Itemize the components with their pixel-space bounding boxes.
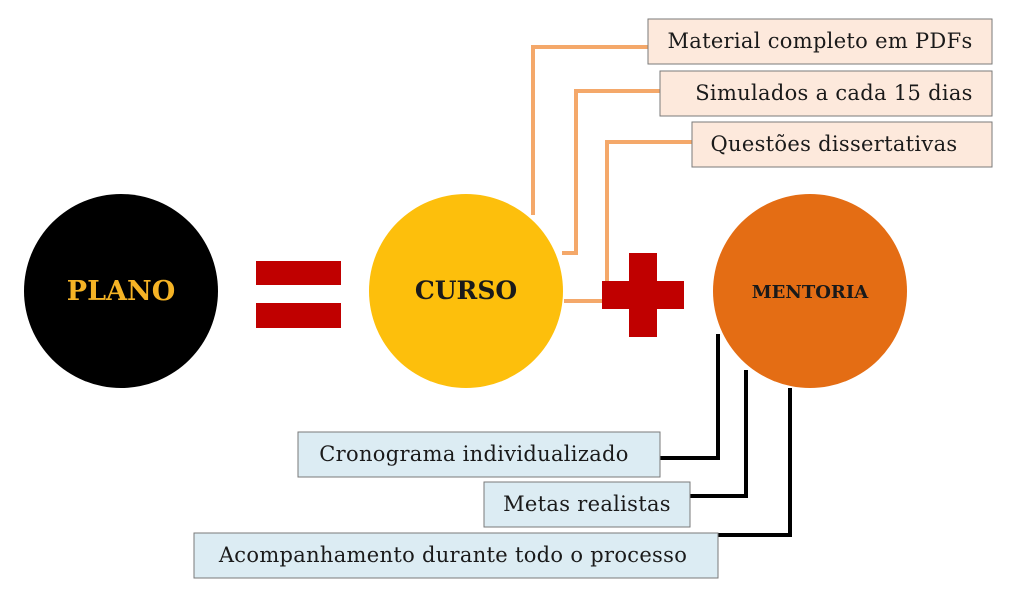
mentoria-item-label: Acompanhamento durante todo o processo <box>218 543 687 567</box>
mentoria-connectors <box>660 334 792 537</box>
connector-acompanhamento <box>718 388 792 537</box>
connector-material-pdfs <box>531 45 648 215</box>
equals-sign <box>256 261 341 328</box>
mentoria-item-acompanhamento: Acompanhamento durante todo o processo <box>193 532 719 579</box>
plus-sign <box>602 253 684 337</box>
mentoria-item-cronograma: Cronograma individualizado <box>297 431 661 478</box>
curso-node: CURSO <box>369 194 563 388</box>
connector-questoes <box>605 140 692 283</box>
mentoria-item-metas: Metas realistas <box>483 481 691 528</box>
curso-label: CURSO <box>415 276 517 305</box>
plano-circle <box>24 194 218 388</box>
connector-simulados <box>562 89 660 255</box>
curso-circle <box>369 194 563 388</box>
plano-node: PLANO <box>24 194 218 388</box>
connector-cronograma <box>660 334 720 460</box>
mentoria-circle <box>713 194 907 388</box>
mentoria-node: MENTORIA <box>713 194 907 388</box>
plano-label: PLANO <box>67 276 175 307</box>
mentoria-item-label: Cronograma individualizado <box>319 442 628 466</box>
mentoria-label: MENTORIA <box>752 282 870 303</box>
curso-item-label: Questões dissertativas <box>711 132 958 156</box>
curso-item-label: Simulados a cada 15 dias <box>695 81 972 105</box>
mentoria-item-label: Metas realistas <box>503 492 671 516</box>
curso-item-material: Material completo em PDFs <box>647 18 993 65</box>
curso-item-label: Material completo em PDFs <box>667 29 972 53</box>
curso-connectors <box>531 45 692 303</box>
connector-metas <box>690 370 748 498</box>
curso-item-questoes: Questões dissertativas <box>691 121 993 168</box>
curso-item-simulados: Simulados a cada 15 dias <box>659 70 993 117</box>
mentoria-feature-list: Cronograma individualizado Metas realist… <box>193 431 719 579</box>
curso-feature-list: Material completo em PDFs Simulados a ca… <box>647 18 993 168</box>
